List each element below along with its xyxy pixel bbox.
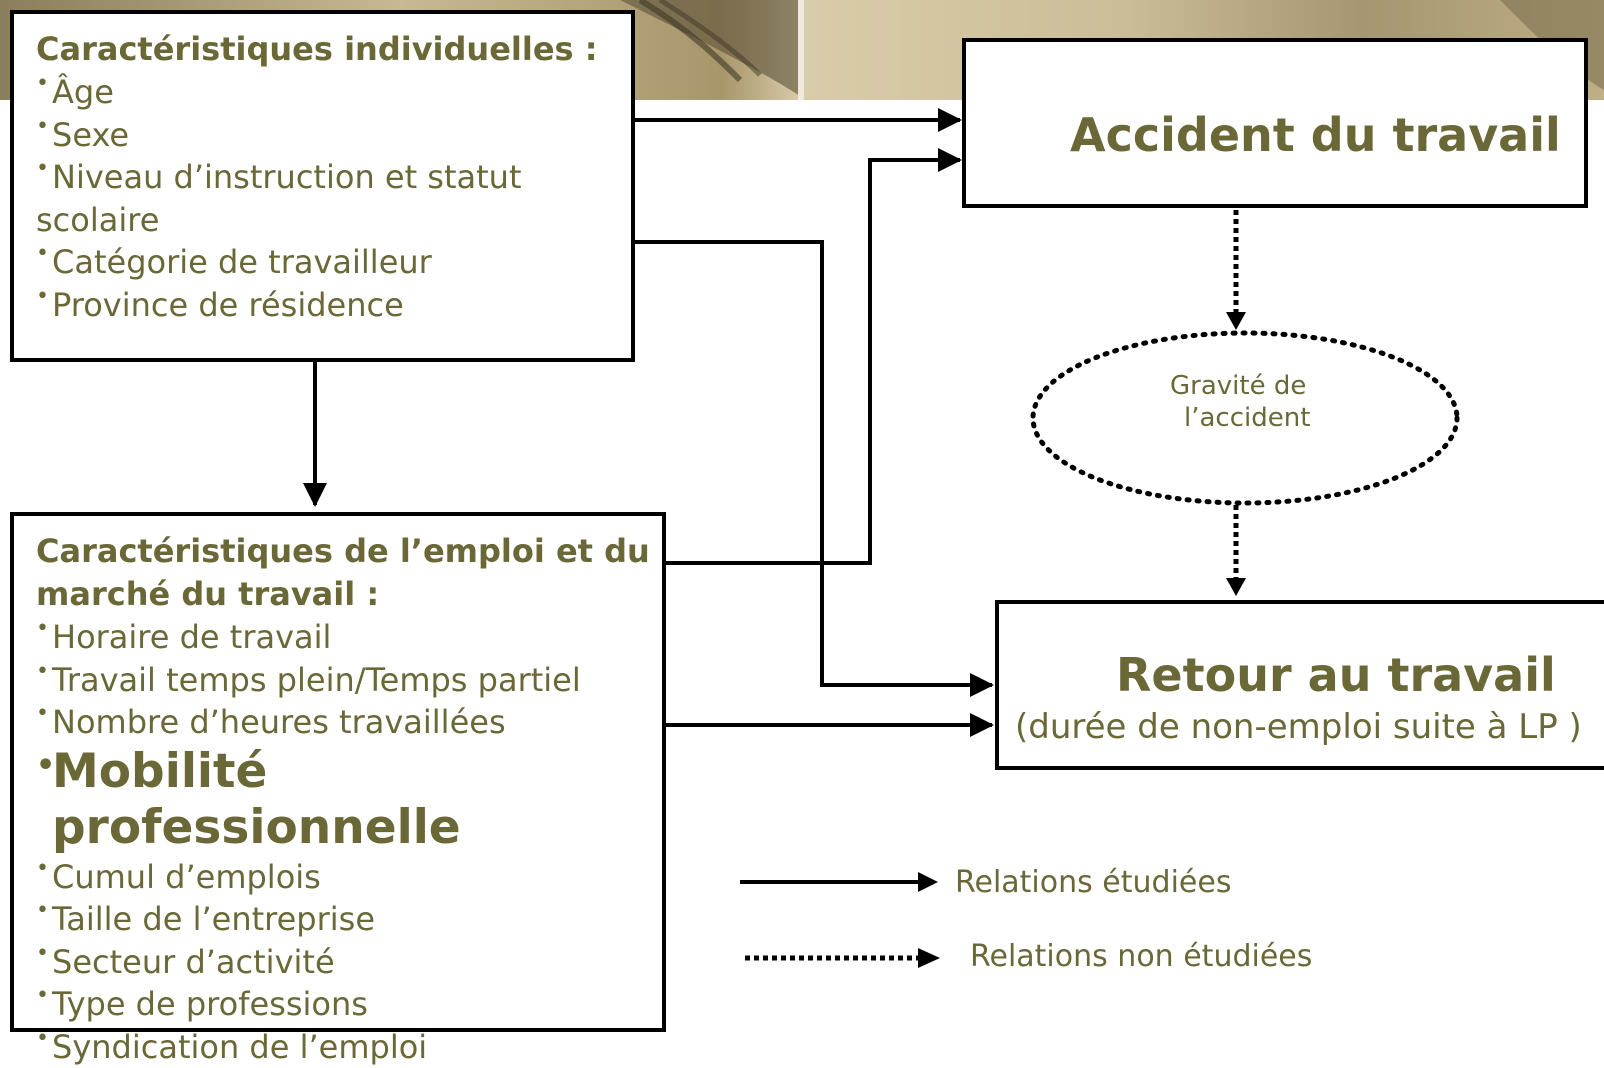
job-characteristics-box: Caractéristiques de l’emploi et du march… [10,512,666,1032]
severity-label: Gravité de l’accident [1170,370,1350,434]
arrow-severity-to-return [1226,505,1246,596]
list-item: •Sexe [36,114,631,157]
job-box-heading-line2: marché du travail : [36,573,662,616]
bullet-icon: • [36,63,49,106]
bullet-icon: • [36,1018,49,1061]
list-item: •Syndication de l’emploi [36,1026,662,1068]
list-item: •Âge [36,71,631,114]
return-subtitle: (durée de non-emploi suite à LP ) [1015,707,1582,747]
bullet-icon: • [36,848,49,891]
bullet-icon: • [36,975,49,1018]
bullet-icon: • [36,106,49,149]
return-to-work-box: Retour au travail (durée de non-emploi s… [995,600,1604,770]
bullet-icon: • [36,933,49,976]
individual-box-heading: Caractéristiques individuelles : [36,28,631,71]
bullet-icon: • [36,148,49,191]
list-item-highlight: •Mobilité professionnelle [36,744,662,856]
accident-title: Accident du travail [1070,108,1561,162]
bullet-icon: • [36,738,55,794]
list-item: •Niveau d’instruction et statut [36,156,631,199]
legend-studied-label: Relations étudiées [955,865,1231,900]
list-item: •Type de professions [36,983,662,1026]
work-accident-box: Accident du travail [962,38,1588,208]
job-items-list: •Horaire de travail •Travail temps plein… [36,616,662,1068]
list-item: •Nombre d’heures travaillées [36,701,662,744]
legend-unstudied-label: Relations non étudiées [970,939,1312,974]
list-item-continuation: scolaire [36,199,631,242]
return-title: Retour au travail [1116,648,1556,702]
bullet-icon: • [36,233,49,276]
severity-label-line2: l’accident [1170,402,1350,434]
legend-solid-arrow [740,872,938,892]
job-box-heading-line1: Caractéristiques de l’emploi et du [36,530,662,573]
list-item: •Secteur d’activité [36,941,662,984]
severity-label-line1: Gravité de [1170,370,1350,402]
list-item: •Taille de l’entreprise [36,898,662,941]
bullet-icon: • [36,890,49,933]
arrow-accident-to-severity [1226,210,1246,330]
bullet-icon: • [36,608,49,651]
list-item: •Catégorie de travailleur [36,241,631,284]
bullet-icon: • [36,276,49,319]
bullet-icon: • [36,693,49,736]
list-item: •Cumul d’emplois [36,856,662,899]
arrow-individual-to-return [628,242,992,685]
bullet-icon: • [36,651,49,694]
list-item: •Horaire de travail [36,616,662,659]
legend-dotted-arrow [745,948,940,968]
list-item: •Travail temps plein/Temps partiel [36,659,662,702]
arrow-job-to-accident [666,160,960,563]
list-item: •Province de résidence [36,284,631,327]
individual-items-list: •Âge •Sexe •Niveau d’instruction et stat… [36,71,631,326]
individual-characteristics-box: Caractéristiques individuelles : •Âge •S… [10,10,635,362]
